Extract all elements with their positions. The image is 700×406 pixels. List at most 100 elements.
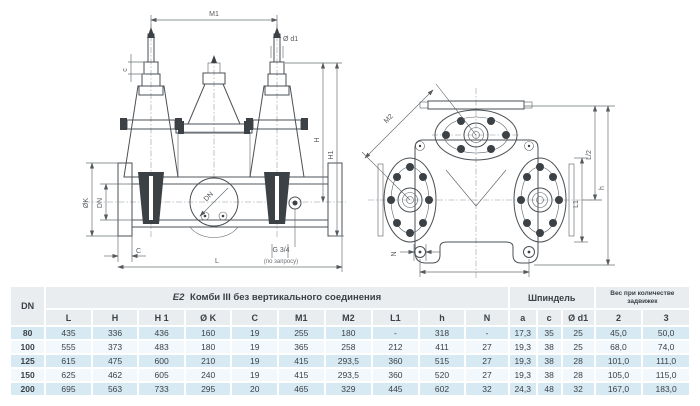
column-header: H <box>90 308 140 327</box>
cell-value: 600 <box>137 353 186 369</box>
group-header-weight: Вес при количестве задвижек <box>593 285 692 310</box>
column-header: c <box>535 308 563 327</box>
cell-value: 19,3 <box>507 367 538 383</box>
column-header: H 1 <box>137 308 186 327</box>
cell-dn: 150 <box>8 367 47 383</box>
dim-g34-label: G 3/4 <box>272 247 289 254</box>
valve-top-view-drawing: M2 L1 L/2 h N <box>361 83 615 278</box>
dim-ok-label: ØK <box>83 198 90 208</box>
cell-value: 101,0 <box>593 353 644 369</box>
cell-value: 180 <box>183 339 233 355</box>
cell-value: 435 <box>44 325 93 341</box>
dim-g34-note: (по запросу) <box>264 259 298 265</box>
cell-value: 38 <box>535 367 563 383</box>
column-header: Ø d1 <box>560 308 596 327</box>
cell-value: 50,0 <box>641 325 691 341</box>
dim-m2-label: M2 <box>383 113 395 125</box>
column-header: C <box>230 308 279 327</box>
cell-value: 28 <box>560 353 596 369</box>
cell-value: 27 <box>464 353 510 369</box>
cell-value: 555 <box>44 339 93 355</box>
cell-value: 25 <box>560 325 596 341</box>
table-title-prefix: E2 <box>172 292 185 303</box>
cell-value: 515 <box>417 353 467 369</box>
column-header: L1 <box>371 308 420 327</box>
foot-hole <box>523 246 535 258</box>
dim-h-label: H <box>314 137 321 142</box>
dim-c-flange-label: C <box>136 248 141 255</box>
column-header: h <box>417 308 467 327</box>
right-flange <box>327 162 343 237</box>
cell-value: 27 <box>464 339 510 355</box>
cell-value: 19,3 <box>507 339 538 355</box>
column-header: N <box>464 308 510 327</box>
cell-value: 520 <box>417 367 467 383</box>
cell-value: 436 <box>137 325 186 341</box>
dim-h-label: h <box>599 186 606 190</box>
cell-value: 563 <box>90 381 140 397</box>
group-header-spindle: Шпиндель <box>507 285 596 310</box>
cell-value: 111,0 <box>641 353 691 369</box>
dim-l-label: L <box>215 258 219 265</box>
valve-front-view-drawing: DN M1 Ø d1 c H H1 ØK D <box>83 11 346 272</box>
bottom-sump-arc <box>189 226 239 238</box>
column-header: M1 <box>277 308 326 327</box>
cell-value: 180 <box>323 325 374 341</box>
cell-value: 17,3 <box>507 325 538 341</box>
cell-value: 329 <box>323 381 374 397</box>
cell-value: - <box>464 325 510 341</box>
dimensions-front: M1 Ø d1 c H H1 ØK DN C L <box>83 11 344 272</box>
left-flange <box>117 162 133 237</box>
cell-value: 373 <box>90 339 140 355</box>
gate-valve-left <box>120 27 182 224</box>
table-title: E2 Комби III без вертикального соединени… <box>44 285 510 310</box>
cell-value: 258 <box>323 339 374 355</box>
cell-value: 605 <box>137 367 186 383</box>
cell-value: 360 <box>371 367 420 383</box>
cell-value: 48 <box>535 381 563 397</box>
cell-value: 74,0 <box>641 339 691 355</box>
cell-value: 615 <box>44 353 93 369</box>
cell-dn: 100 <box>8 339 47 355</box>
cell-value: 212 <box>371 339 420 355</box>
cell-value: 27 <box>464 367 510 383</box>
cell-value: 19 <box>230 325 279 341</box>
cell-value: 19 <box>230 339 279 355</box>
dim-n-label: N <box>391 251 398 256</box>
cell-value: 475 <box>90 353 140 369</box>
cell-value: 19,3 <box>507 353 538 369</box>
cell-dn: 200 <box>8 381 47 397</box>
g34-port <box>288 196 302 247</box>
cell-value: 38 <box>535 353 563 369</box>
cell-value: 445 <box>371 381 420 397</box>
bore-circle: DN <box>189 177 239 227</box>
table-title-text: Комби III без вертикального соединения <box>187 292 382 303</box>
dome-tip <box>211 55 217 63</box>
centerlines <box>368 88 600 278</box>
cell-value: 625 <box>44 367 93 383</box>
cell-value: 733 <box>137 381 186 397</box>
cell-value: 293,5 <box>323 367 374 383</box>
cell-value: 167,0 <box>593 381 644 397</box>
cell-dn: 125 <box>8 353 47 369</box>
cell-value: 19 <box>230 367 279 383</box>
gate-valve-right <box>246 27 308 224</box>
cell-value: 19 <box>230 353 279 369</box>
cell-value: 411 <box>417 339 467 355</box>
column-header: 3 <box>641 308 691 327</box>
cell-value: 115,0 <box>641 367 691 383</box>
cell-value: 210 <box>183 353 233 369</box>
dimensions-top: M2 L1 L/2 h N <box>361 83 615 277</box>
spindle-tip <box>147 27 155 38</box>
cell-value: 695 <box>44 381 93 397</box>
right-port-flange <box>513 157 575 243</box>
cell-value: 295 <box>183 381 233 397</box>
cell-value: 24,3 <box>507 381 538 397</box>
top-port-flange <box>419 100 533 161</box>
